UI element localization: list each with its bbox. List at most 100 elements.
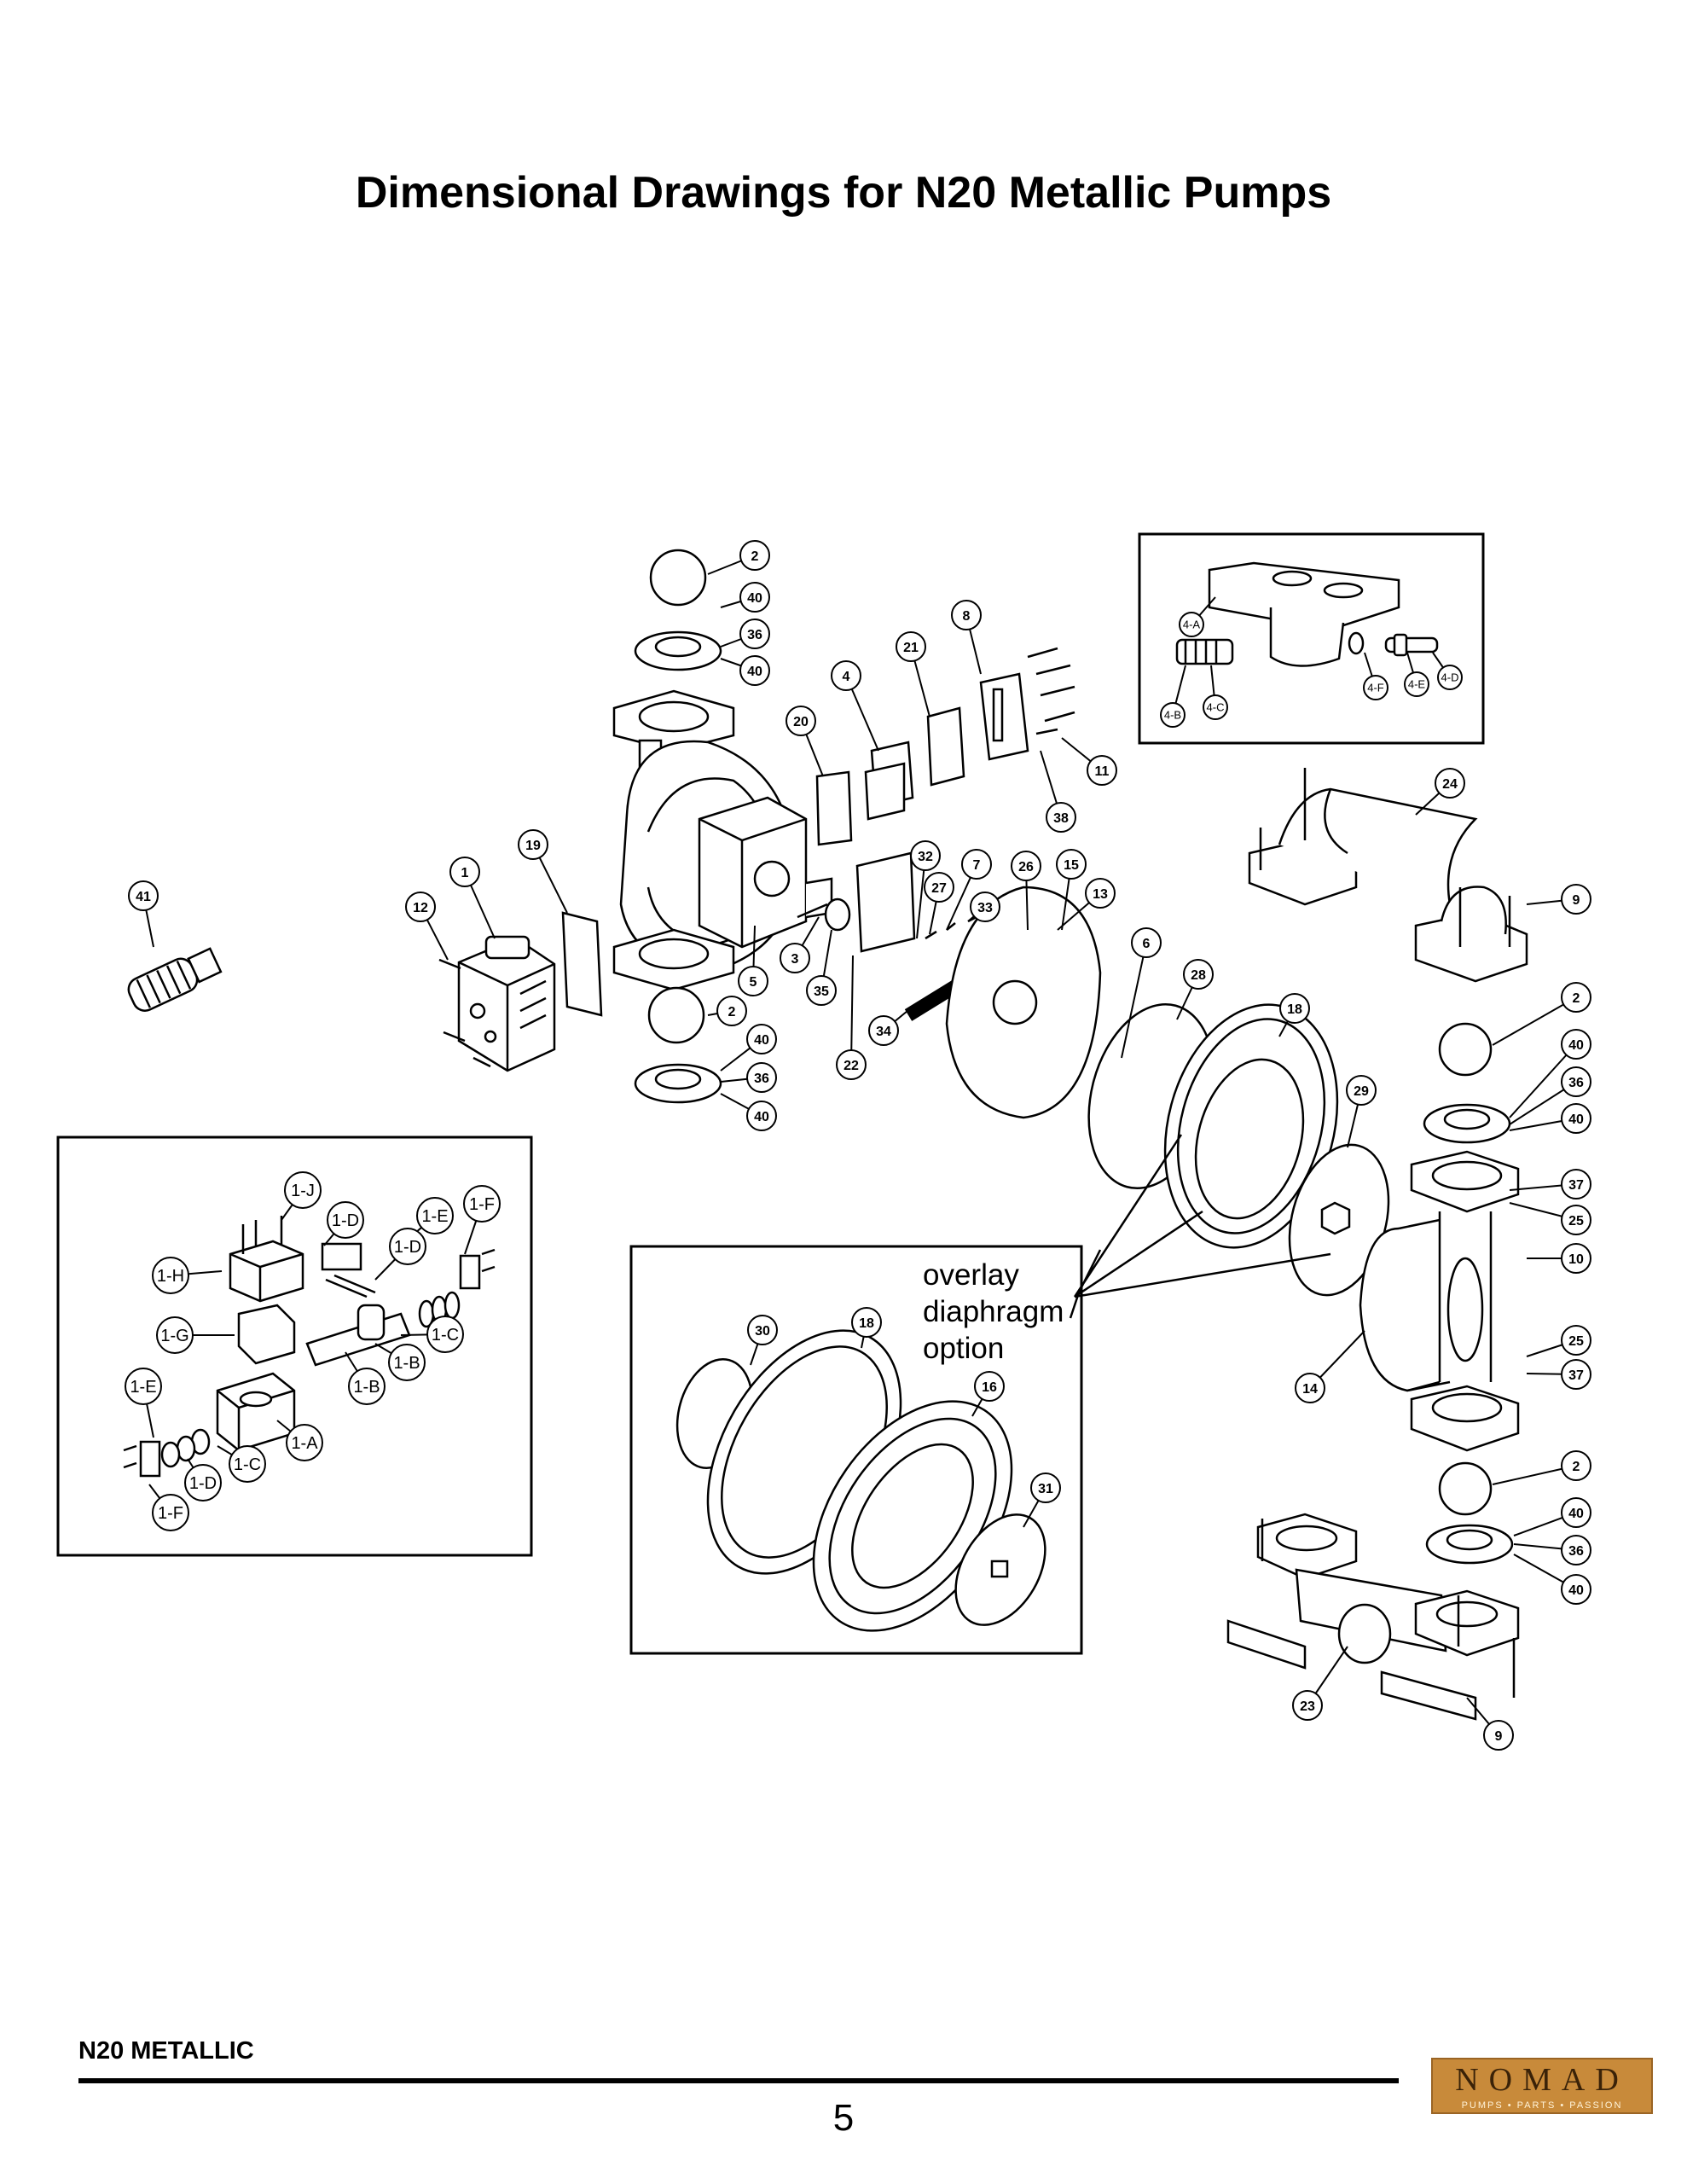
callout-label: 32 [918,850,933,864]
callout-label: 9 [1573,893,1580,908]
callout-label: 4-E [1408,678,1426,691]
callout-label: 21 [903,641,919,655]
callout-balloon [184,1464,222,1502]
callout-balloon [1087,755,1117,786]
callout-balloon [739,582,770,613]
callout-label: 1-C [432,1326,459,1345]
callout-label: 37 [1568,1178,1584,1193]
callout-label: 23 [1300,1699,1315,1714]
callout-label: 1-B [353,1378,380,1397]
callout-label: 40 [1568,1583,1584,1598]
callout-balloon [152,1494,189,1531]
callout-label: 1-G [160,1327,188,1345]
air-valve-parts-sketch [123,1216,496,1478]
callout-balloon [348,1368,386,1405]
callout-balloon [974,1371,1005,1402]
callout-balloon [388,1344,426,1381]
callout-label: 4-F [1367,682,1384,694]
callout-balloon [229,1445,266,1483]
muffler-sketch [127,947,223,1012]
callout-balloon [1561,1359,1591,1390]
callout-balloon [1561,884,1591,915]
callout-label: 24 [1442,777,1458,792]
callout-balloon [1561,1325,1591,1356]
callout-label: 1-D [332,1211,359,1230]
callout-balloon [1561,1205,1591,1235]
callout-balloon [746,1024,777,1054]
callout-balloon [1160,702,1186,728]
callout-label: 40 [1568,1507,1584,1521]
callout-label: 19 [525,839,541,853]
callout-label: 1-E [130,1378,156,1397]
callout-balloon [1030,1472,1061,1503]
overlay-note-line-1: overlay [923,1258,1019,1292]
callout-label: 28 [1191,968,1206,983]
callout-label: 37 [1568,1368,1584,1383]
callout-balloon [1561,1243,1591,1274]
overlay-note-line-2: diaphragm [923,1295,1064,1328]
callout-balloon [896,631,926,662]
callout-balloon [1011,851,1041,881]
callout-balloon [1561,1103,1591,1134]
callout-balloon [463,1185,501,1223]
callout-label: 41 [136,890,151,904]
callout-balloon [746,1101,777,1131]
overlay-note-line-3: option [923,1332,1004,1365]
callout-balloon [1437,665,1463,690]
callout-label: 22 [844,1059,859,1073]
callout-label: 7 [973,858,981,873]
callout-label: 40 [754,1110,769,1124]
pilot-housing-sketch [815,647,1075,846]
callout-balloon [1346,1075,1377,1106]
callout-balloon [1561,1066,1591,1097]
callout-balloon [128,880,159,911]
callout-balloon [747,1315,778,1345]
callout-label: 1-H [157,1267,184,1286]
callout-leader [850,955,854,1066]
callout-label: 40 [747,665,762,679]
callout-label: 36 [747,628,762,642]
callout-balloon [739,655,770,686]
callout-balloon [780,943,810,973]
callout-label: 20 [793,715,809,729]
nomad-logo: NOMAD PUMPS • PARTS • PASSION [1431,2058,1653,2114]
callout-balloon [1279,993,1310,1024]
callout-label: 4-C [1207,701,1225,714]
air-valve-inset-frame [56,1136,533,1557]
callout-balloon [924,872,954,903]
callout-balloon [416,1197,454,1234]
callout-balloon [1295,1373,1325,1403]
callout-label: 2 [728,1005,736,1019]
callout-balloon [1131,927,1162,958]
center-body-sketch [612,549,833,1104]
callout-balloon [1435,768,1465,799]
callout-balloon [1046,802,1076,833]
callout-label: 1-A [291,1434,318,1453]
callout-balloon [1561,982,1591,1013]
callout-label: 1 [461,866,469,880]
callout-balloon [739,540,770,571]
callout-label: 1-F [158,1504,183,1523]
callout-label: 18 [859,1316,874,1331]
callout-balloon [1056,849,1087,880]
callout-label: 26 [1018,860,1034,874]
callout-balloon [1179,612,1204,637]
callout-label: 2 [1573,991,1580,1006]
callout-label: 25 [1568,1334,1584,1349]
callout-label: 6 [1143,937,1151,951]
callout-balloon [1183,959,1214,990]
callout-balloon [1561,1029,1591,1060]
callout-label: 36 [1568,1076,1584,1090]
callout-balloon [831,660,861,691]
callout-balloon [284,1171,322,1209]
callout-label: 40 [754,1033,769,1048]
callout-leader [1121,942,1147,1059]
callout-label: 2 [1573,1460,1580,1474]
page-number: 5 [832,2097,855,2139]
callout-balloon [836,1049,867,1080]
page-title: Dimensional Drawings for N20 Metallic Pu… [355,168,1332,218]
